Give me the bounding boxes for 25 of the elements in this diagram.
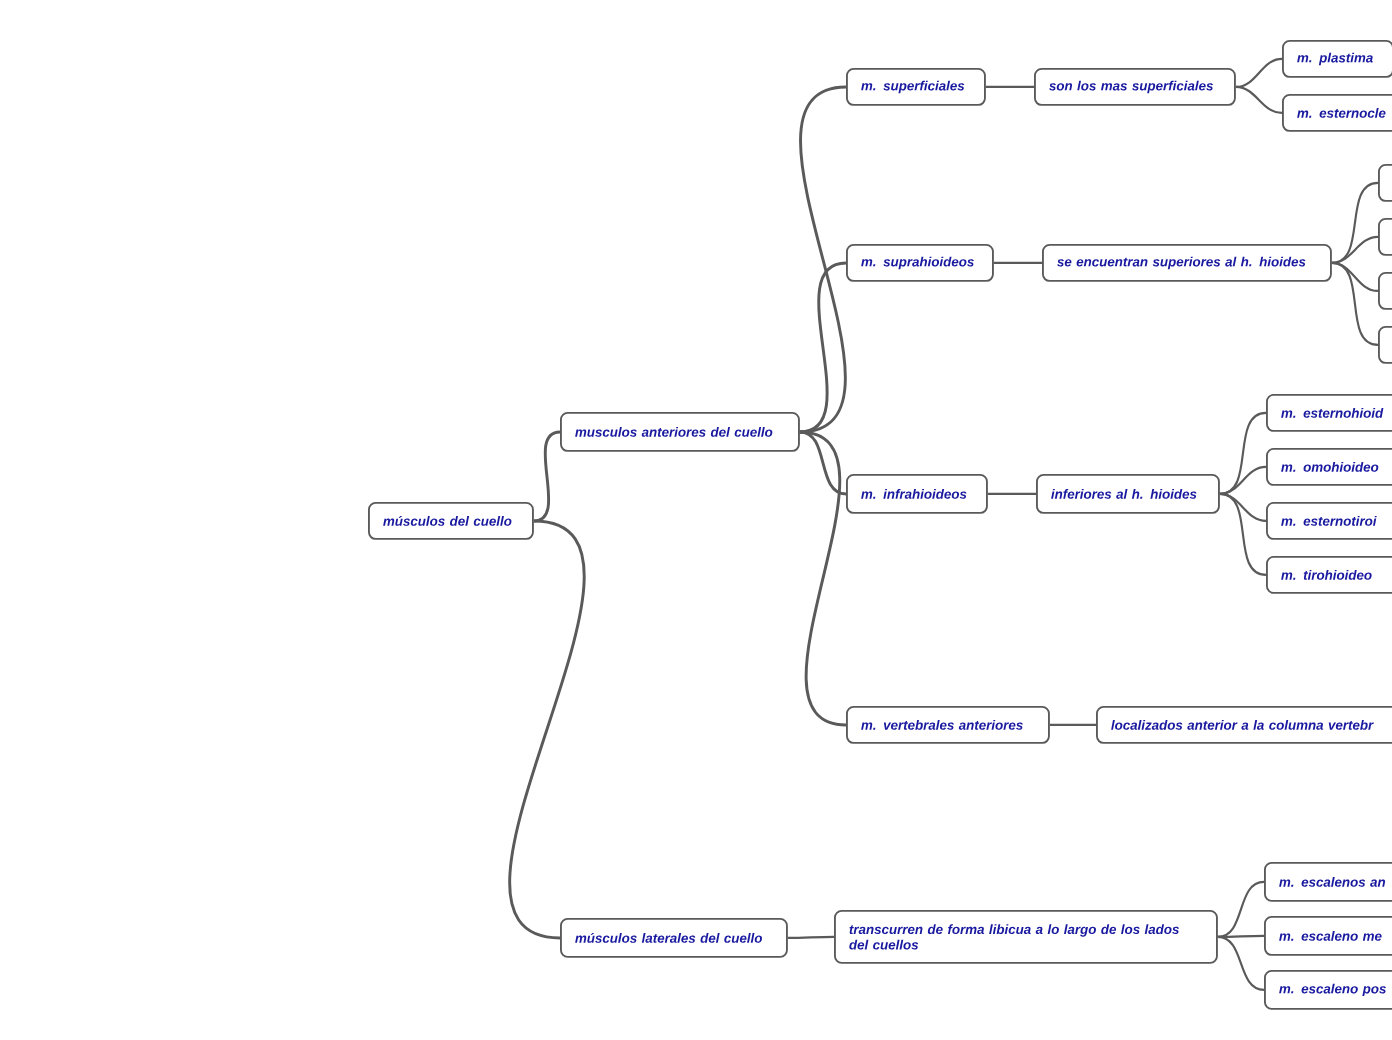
connector: [1217, 934, 1264, 938]
connector: [508, 519, 586, 940]
empty-box: [1378, 218, 1392, 256]
connector: [1331, 261, 1379, 346]
connector: [799, 430, 847, 496]
connector: [799, 85, 847, 434]
connector: [787, 935, 834, 939]
connector: [987, 492, 1036, 495]
empty-box: [1378, 326, 1392, 364]
connector: [1219, 411, 1267, 495]
connector: [1235, 85, 1283, 114]
connector: [799, 261, 847, 434]
empty-box: [1378, 164, 1392, 202]
connector: [1235, 57, 1283, 88]
connector: [1217, 880, 1265, 938]
connector: [799, 430, 847, 727]
connector: [1219, 465, 1267, 495]
connector: [1331, 181, 1379, 264]
connector: [985, 85, 1034, 88]
connector: [1049, 723, 1096, 726]
connector: [1331, 235, 1379, 264]
connector: [993, 261, 1042, 264]
empty-box: [1378, 272, 1392, 310]
connector: [1219, 492, 1267, 576]
connector: [1217, 935, 1265, 991]
